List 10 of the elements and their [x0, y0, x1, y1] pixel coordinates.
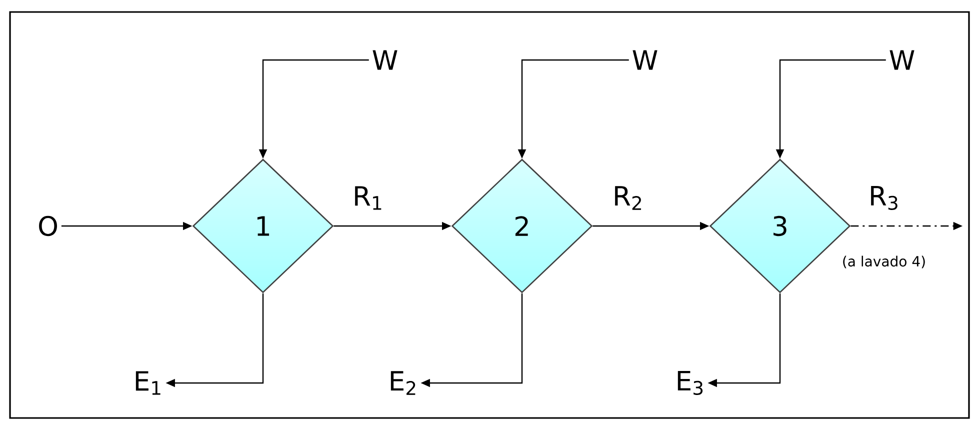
stream-label: E$_{2}$	[390, 371, 416, 395]
edge-label: R$_{1}$	[355, 186, 382, 210]
edge-label: R$_{3}$	[871, 186, 898, 210]
stream-label: W	[890, 50, 914, 70]
stream-label: W	[632, 50, 658, 70]
edge-label: R$_{2}$	[615, 186, 641, 210]
stream-label: E$_{3}$	[678, 370, 703, 396]
stream-label: O	[39, 216, 57, 236]
stream-label: E$_{1}$	[136, 371, 160, 395]
stream-label: W	[372, 50, 398, 70]
